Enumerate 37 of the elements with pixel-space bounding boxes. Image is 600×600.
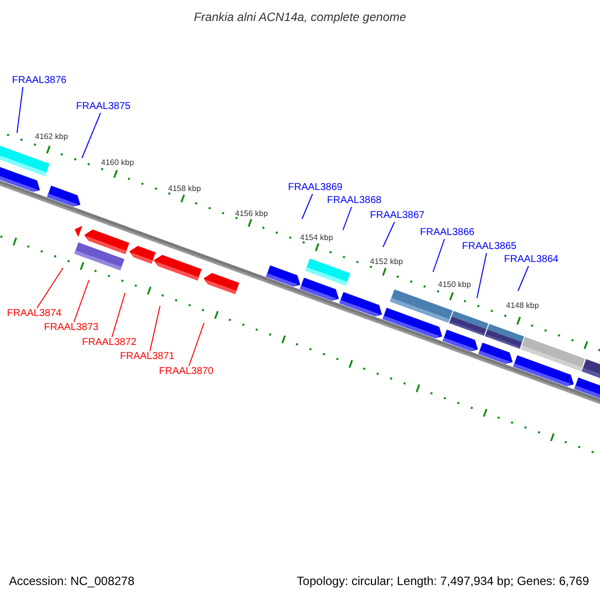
leader-line <box>16 86 24 134</box>
gene-label: FRAAL3864 <box>504 254 558 266</box>
footer-text: Accession: NC_008278 <box>9 574 134 588</box>
diagram-title: Frankia alni ACN14a, complete genome <box>192 10 408 24</box>
leader-line <box>432 238 446 272</box>
gene-label: FRAAL3869 <box>288 182 342 194</box>
gene-label: FRAAL3867 <box>370 210 424 222</box>
footer-text: Topology: circular; Length: 7,497,934 bp; Genes: 6,769 <box>296 574 589 588</box>
gene-label: FRAAL3872 <box>82 337 136 349</box>
leader-line <box>73 280 90 322</box>
leader-line <box>476 252 488 298</box>
leader-line <box>302 194 314 220</box>
gene-label: FRAAL3873 <box>44 322 98 334</box>
gene-label: FRAAL3876 <box>12 75 66 87</box>
scale-label: 4154 kbp <box>300 233 333 243</box>
scale-label: 4152 kbp <box>370 257 403 267</box>
gene-label: FRAAL3871 <box>120 351 174 363</box>
leader-line <box>342 206 352 230</box>
leader-line <box>111 292 126 338</box>
leader-line <box>382 222 396 248</box>
scale-label: 4156 kbp <box>235 209 268 219</box>
gene-label: FRAAL3866 <box>420 227 474 239</box>
scale-label: 4148 kbp <box>506 301 539 311</box>
scale-label: 4160 kbp <box>101 158 134 168</box>
scale-label: 4162 kbp <box>35 132 68 142</box>
leader-line <box>188 322 204 366</box>
gene-label: FRAAL3875 <box>76 101 130 113</box>
gene-label: FRAAL3865 <box>462 241 516 253</box>
gene-label: FRAAL3874 <box>7 308 62 320</box>
leader-line <box>149 306 160 352</box>
leader-line <box>82 112 102 158</box>
leader-line <box>518 266 530 292</box>
leader-line <box>36 268 64 308</box>
gene-label: FRAAL3870 <box>159 366 214 378</box>
scale-label: 4158 kbp <box>168 184 201 194</box>
gene-label: FRAAL3868 <box>327 195 382 207</box>
scale-label: 4150 kbp <box>438 280 471 290</box>
